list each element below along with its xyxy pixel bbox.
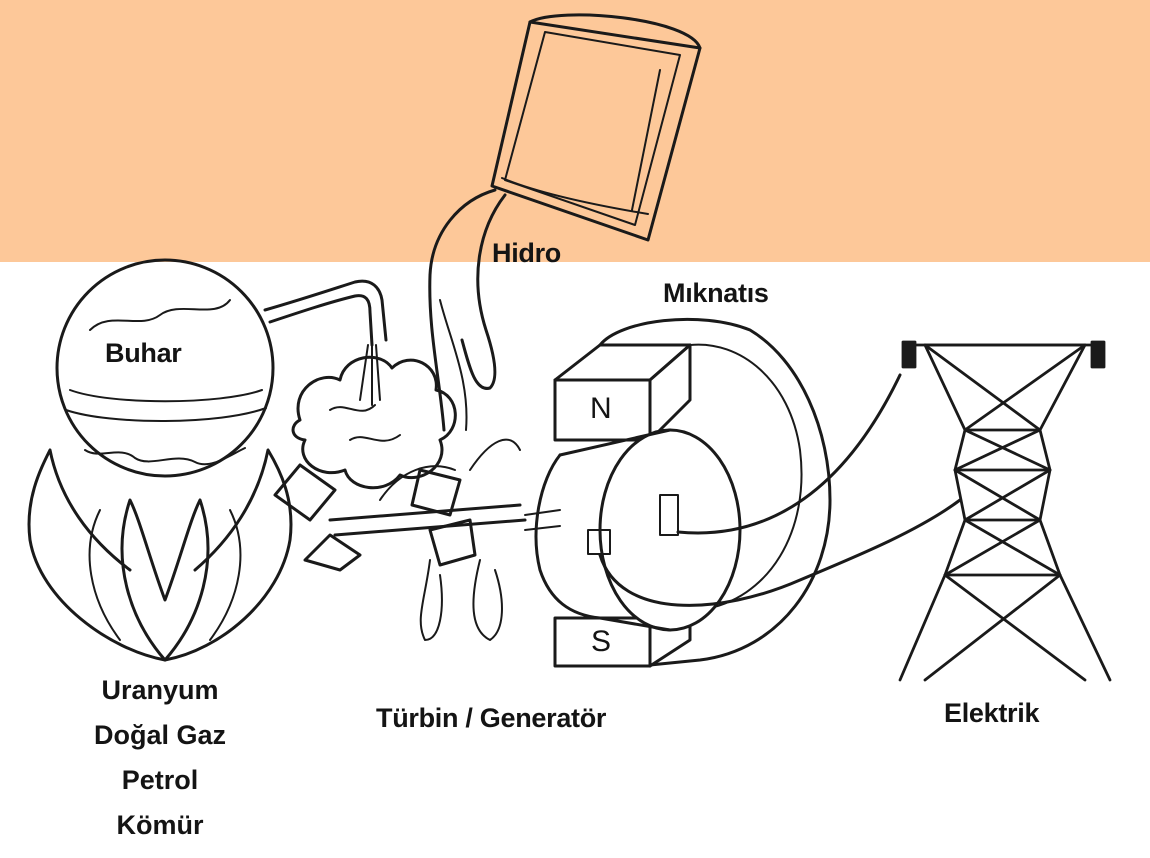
- turbine-icon: [275, 440, 525, 640]
- water-bucket-icon: [492, 15, 700, 240]
- hydro-label: Hidro: [492, 238, 561, 269]
- water-stream-icon: [430, 190, 505, 430]
- steam-cloud-icon: [293, 357, 455, 487]
- fuel-item: Petrol: [40, 758, 280, 803]
- turbine-generator-label: Türbin / Generatör: [376, 703, 606, 734]
- steam-label: Buhar: [105, 338, 182, 369]
- fuel-item: Uranyum: [40, 668, 280, 713]
- fuel-item: Kömür: [40, 803, 280, 848]
- transmission-tower-icon: [900, 342, 1110, 680]
- electricity-label: Elektrik: [944, 698, 1039, 729]
- magnet-label: Mıknatıs: [663, 278, 769, 309]
- fuel-item: Doğal Gaz: [40, 713, 280, 758]
- flame-icon: [29, 450, 291, 660]
- fuel-list: Uranyum Doğal Gaz Petrol Kömür: [40, 668, 280, 848]
- generator-icon: [525, 430, 740, 630]
- magnet-pole-n: N: [590, 392, 611, 426]
- magnet-pole-s: S: [591, 625, 611, 659]
